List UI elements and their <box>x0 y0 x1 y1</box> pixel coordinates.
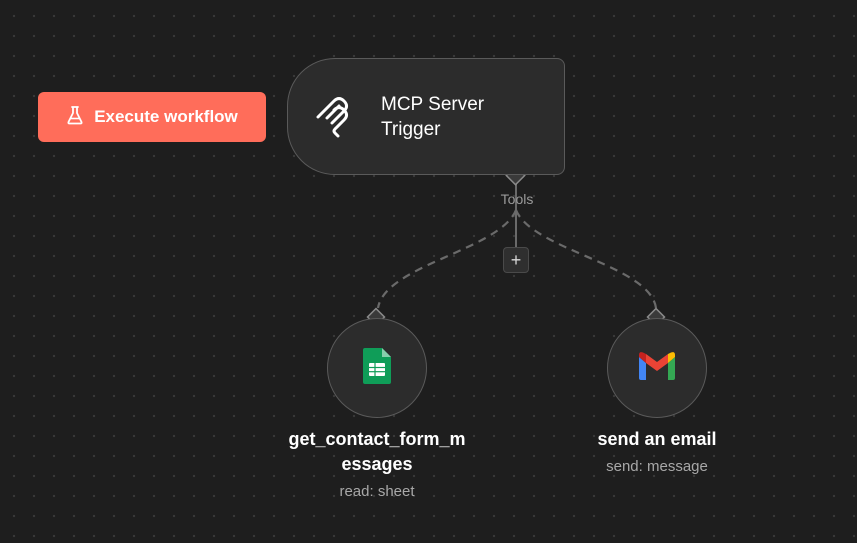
execute-workflow-label: Execute workflow <box>94 107 238 126</box>
add-tool-button[interactable]: + <box>503 247 529 273</box>
google-sheets-icon <box>362 347 392 390</box>
execute-workflow-button[interactable]: Execute workflow <box>38 92 266 142</box>
tool-node-get-contact-form-messages[interactable] <box>327 318 427 418</box>
tool-node-name-sheets: get_contact_form_m essages <box>256 427 498 477</box>
flask-icon <box>66 105 84 130</box>
tools-output-label: Tools <box>500 191 534 207</box>
tool-node-name-line2: essages <box>341 454 413 474</box>
tool-node-subtitle-sheets: read: sheet <box>339 483 415 500</box>
tool-node-name-gmail: send an email <box>597 429 717 449</box>
mcp-icon <box>314 97 356 144</box>
tool-node-send-an-email[interactable] <box>607 318 707 418</box>
tool-node-subtitle-gmail: send: message <box>606 458 708 475</box>
connection-gmail[interactable] <box>514 209 658 309</box>
tool-node-name-line1: get_contact_form_m <box>288 429 466 449</box>
gmail-icon <box>637 351 677 386</box>
mcp-server-trigger-node[interactable]: MCP Server Trigger <box>287 58 565 175</box>
trigger-node-title: MCP Server Trigger <box>381 94 485 140</box>
connection-sheets[interactable] <box>376 209 518 309</box>
